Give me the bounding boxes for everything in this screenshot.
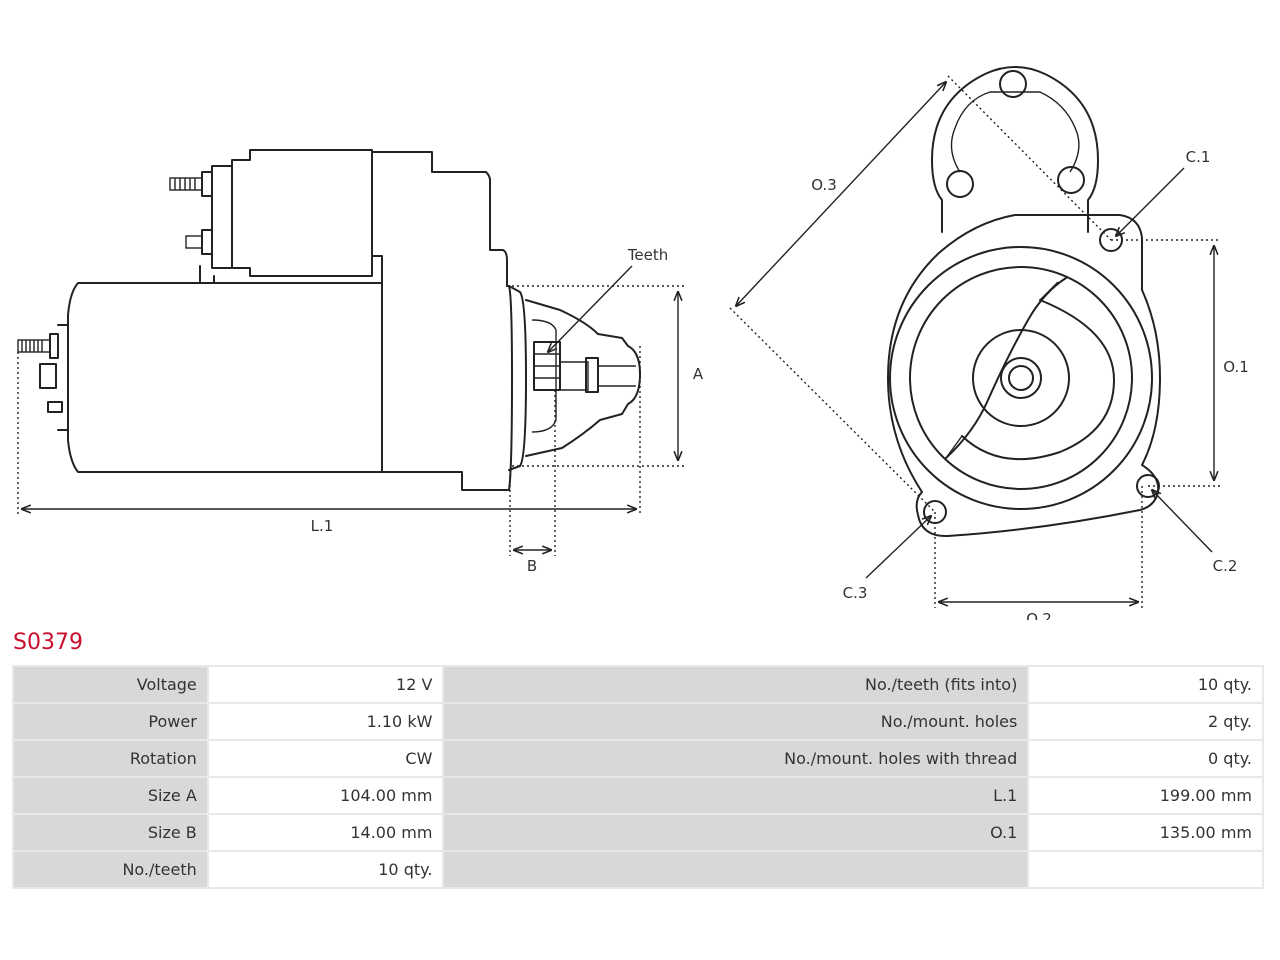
dimension-b [509,390,556,556]
spec-label: Power [14,704,207,739]
mounting-flange [887,214,1161,538]
drive-end-housing [381,282,513,491]
solenoid-housing [231,149,373,277]
spec-value: 0 qty. [1029,741,1262,776]
spec-value: 14.00 mm [208,815,443,850]
side-view: A L.1 B Teeth [17,149,704,575]
spec-value: 1.10 kW [208,704,443,739]
spec-value: 104.00 mm [208,778,443,813]
spec-label: No./teeth (fits into) [444,667,1028,702]
spec-value: 199.00 mm [1029,778,1262,813]
label-o2: O.2 [1026,610,1052,620]
motor-housing [67,282,383,473]
c2-leader [1152,490,1213,553]
spec-value: 10 qty. [1029,667,1262,702]
motor-end-cap [57,324,69,431]
spec-value: 135.00 mm [1029,815,1262,850]
table-row: Size B 14.00 mm O.1 135.00 mm [14,815,1262,850]
spec-label [444,852,1028,887]
table-row: Size A 104.00 mm L.1 199.00 mm [14,778,1262,813]
spec-value: 12 V [208,667,443,702]
spec-value: 10 qty. [208,852,443,887]
spec-label: Rotation [14,741,207,776]
spec-label: O.1 [444,815,1028,850]
label-b: B [527,557,537,575]
solenoid-terminals [169,165,233,269]
spec-label: No./mount. holes [444,704,1028,739]
c3-leader [865,516,931,579]
rear-terminal-stud [17,333,63,413]
dimension-a [512,285,684,467]
spec-table: Voltage 12 V No./teeth (fits into) 10 qt… [12,665,1264,889]
table-row: Rotation CW No./mount. holes with thread… [14,741,1262,776]
spec-label: No./teeth [14,852,207,887]
drive-housing-inner [909,266,1133,490]
part-number: S0379 [13,630,83,655]
label-c1: C.1 [1186,148,1211,166]
pinion-hub [972,329,1070,427]
label-o1: O.1 [1223,358,1249,376]
c1-leader [1116,167,1185,236]
pinion-nose [525,299,641,457]
label-teeth: Teeth [627,246,668,264]
label-l1: L.1 [311,517,334,535]
dimension-l1 [17,346,641,514]
dimension-o1 [1111,239,1220,487]
starter-technical-drawing: A L.1 B Teeth [17,66,1249,620]
spec-label: Size B [14,815,207,850]
table-row: Power 1.10 kW No./mount. holes 2 qty. [14,704,1262,739]
spec-label: Voltage [14,667,207,702]
label-o3: O.3 [811,176,837,194]
dimension-o2 [934,486,1143,608]
front-view: O.1 O.2 O.3 C.1 C.2 C.3 [729,66,1249,620]
label-a: A [693,365,704,383]
spec-label: No./mount. holes with thread [444,741,1028,776]
label-c2: C.2 [1213,557,1238,575]
drive-housing-outer [889,246,1153,510]
spec-label: L.1 [444,778,1028,813]
table-row: No./teeth 10 qty. [14,852,1262,887]
dimension-o3 [729,75,1112,513]
table-row: Voltage 12 V No./teeth (fits into) 10 qt… [14,667,1262,702]
spec-value: 2 qty. [1029,704,1262,739]
spec-value: CW [208,741,443,776]
teeth-leader [548,265,633,352]
label-c3: C.3 [843,584,868,602]
spec-label: Size A [14,778,207,813]
spec-value [1029,852,1262,887]
